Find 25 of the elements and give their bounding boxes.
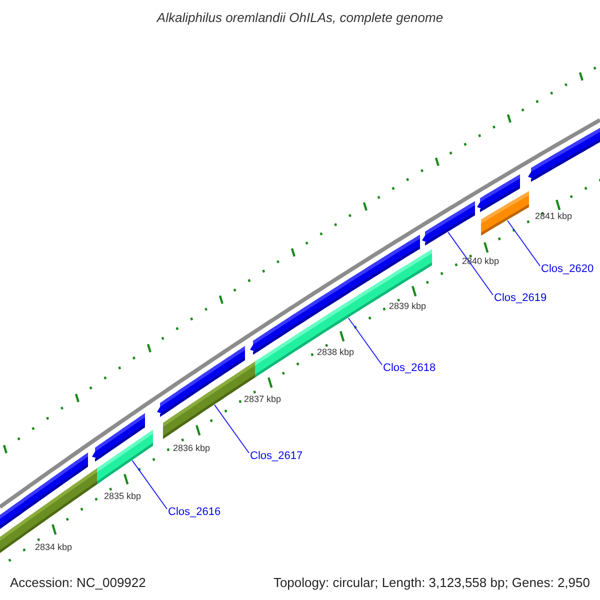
gene-label: Clos_2620 bbox=[541, 263, 594, 276]
gene-label: Clos_2619 bbox=[494, 292, 547, 305]
accession-text: Accession: NC_009922 bbox=[10, 575, 146, 590]
leader-line bbox=[132, 460, 168, 510]
gene-bar bbox=[528, 128, 600, 182]
scale-label: 2835 kbp bbox=[104, 491, 142, 502]
leader-line bbox=[348, 318, 382, 366]
gene-bar bbox=[0, 466, 100, 553]
leader-line bbox=[214, 404, 250, 454]
gene-label: Clos_2618 bbox=[383, 362, 436, 375]
leader-line bbox=[507, 220, 540, 266]
gene-label: Clos_2617 bbox=[250, 450, 303, 463]
scale-label: 2837 kbp bbox=[244, 394, 282, 405]
genome-stats-text: Topology: circular; Length: 3,123,558 bp; Genes: 2,950 bbox=[273, 575, 590, 590]
gene-label: Clos_2616 bbox=[168, 506, 221, 519]
scale-label: 2834 kbp bbox=[35, 542, 72, 553]
gene-bar bbox=[97, 430, 153, 484]
gene-bar bbox=[422, 201, 475, 246]
gene-bar bbox=[481, 191, 529, 236]
scale-label: 2838 kbp bbox=[317, 347, 354, 358]
scale-label: 2839 kbp bbox=[389, 301, 426, 312]
map-title: Alkaliphilus oremlandii OhILAs, complete genome bbox=[155, 10, 444, 25]
scale-label: 2841 kbp bbox=[535, 211, 572, 222]
leader-line bbox=[448, 232, 494, 296]
scale-label: 2836 kbp bbox=[173, 443, 210, 454]
